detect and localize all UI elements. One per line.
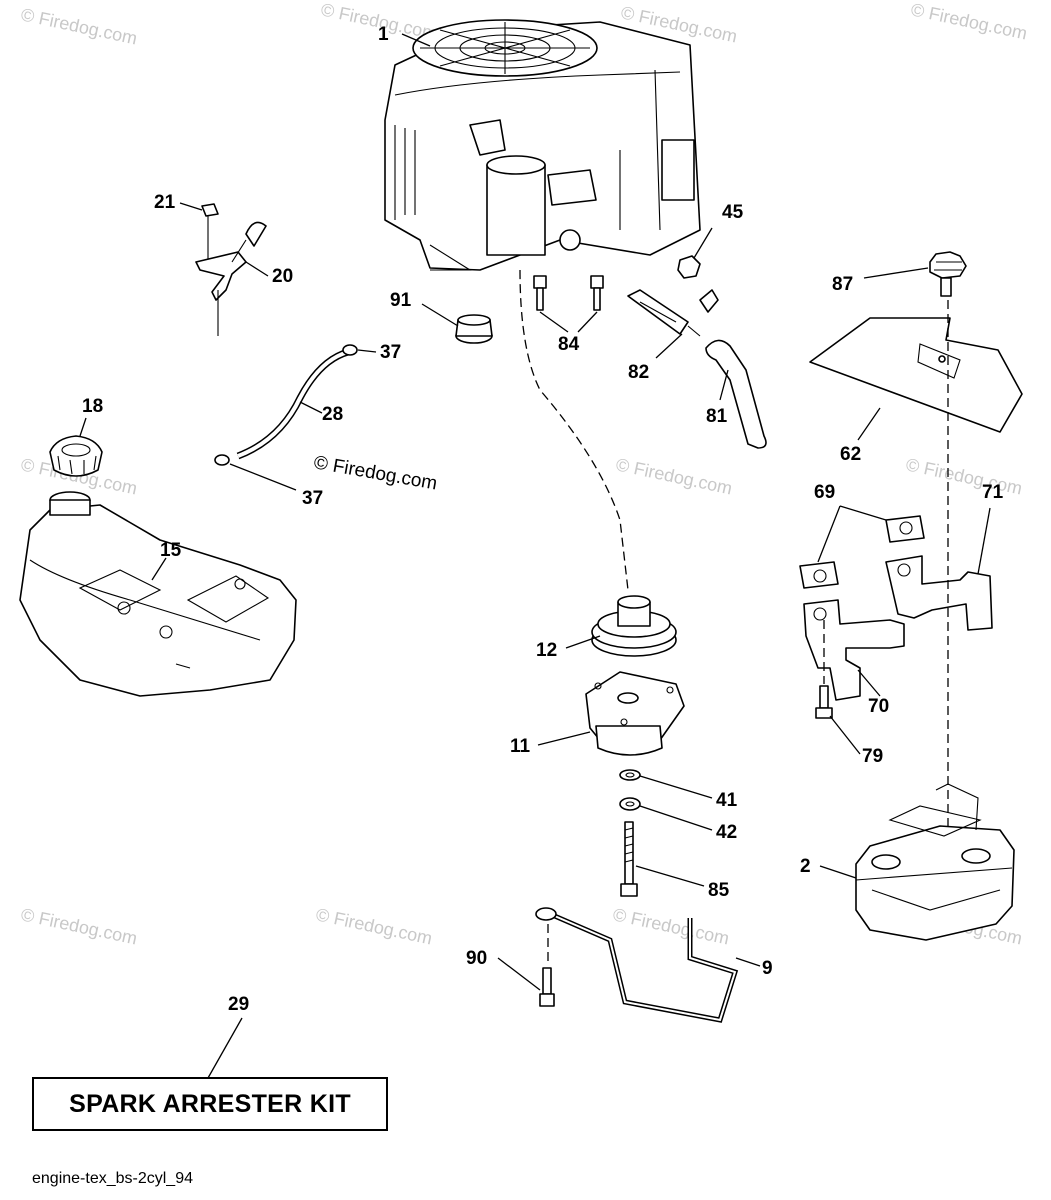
knob-part[interactable] [929, 251, 967, 297]
callout-79: 79 [862, 746, 883, 767]
watermark: © Firedog.com [611, 904, 731, 948]
spark-arrester-kit-box: SPARK ARRESTER KIT [32, 1077, 388, 1131]
callout-84: 84 [558, 334, 580, 355]
engine-part[interactable] [384, 19, 701, 271]
throttle-bracket-part[interactable] [195, 221, 267, 336]
callout-62: 62 [840, 444, 861, 465]
callout-11: 11 [510, 736, 531, 757]
washer-part[interactable] [619, 769, 641, 781]
clutch-part[interactable] [585, 671, 685, 756]
callout-71: 71 [982, 482, 1004, 503]
watermark-main: © Firedog.com [312, 452, 439, 494]
callout-82: 82 [628, 362, 649, 383]
spark-arrester-kit-label: SPARK ARRESTER KIT [69, 1089, 351, 1118]
fuel-cap-part[interactable] [49, 435, 103, 477]
exhaust-bolt-part[interactable] [815, 685, 833, 719]
callout-9: 9 [762, 958, 773, 979]
pulley-part[interactable] [591, 595, 677, 657]
callout-15: 15 [160, 540, 182, 561]
diagram-caption: engine-tex_bs-2cyl_94 [32, 1170, 193, 1187]
callout-45: 45 [722, 202, 744, 223]
bushing-part[interactable] [455, 314, 493, 344]
callout-85: 85 [708, 880, 730, 901]
callout-69: 69 [814, 482, 835, 503]
callout-29: 29 [228, 994, 249, 1015]
callout-2: 2 [800, 856, 811, 877]
rod-part[interactable] [535, 907, 739, 1023]
callout-28: 28 [322, 404, 343, 425]
watermark: © Firedog.com [614, 454, 734, 498]
watermark: © Firedog.com [314, 904, 434, 948]
screw-part[interactable] [201, 203, 219, 262]
muffler-part[interactable] [855, 783, 1015, 941]
watermark: © Firedog.com [19, 4, 139, 48]
nut-part[interactable] [677, 255, 701, 279]
callout-70: 70 [868, 696, 889, 717]
fuel-tank-part[interactable] [19, 491, 297, 697]
callout-41: 41 [716, 790, 738, 811]
clutch-bolt-part[interactable] [620, 821, 638, 897]
exhaust-pipe-part-2[interactable] [885, 555, 993, 631]
fuel-filter-part[interactable] [627, 289, 719, 337]
clamp-part[interactable] [214, 344, 358, 466]
callout-90: 90 [466, 948, 487, 969]
callout-20: 20 [272, 266, 293, 287]
callout-42: 42 [716, 822, 737, 843]
watermark: © Firedog.com [904, 454, 1024, 498]
belt-path [519, 269, 629, 591]
callout-21: 21 [154, 192, 176, 213]
hose-part[interactable] [705, 339, 767, 449]
exhaust-pipe-part[interactable] [803, 599, 905, 701]
callout-87: 87 [832, 274, 853, 295]
lock-washer-part[interactable] [619, 797, 641, 811]
watermark: © Firedog.com [19, 904, 139, 948]
watermark: © Firedog.com [909, 0, 1029, 44]
callout-37b: 37 [302, 488, 323, 509]
callout-1: 1 [378, 24, 389, 45]
gasket-part[interactable] [799, 515, 925, 589]
fuel-line-part[interactable] [236, 348, 350, 460]
callout-81: 81 [706, 406, 728, 427]
callout-91: 91 [390, 290, 412, 311]
bolt-part[interactable] [533, 275, 604, 311]
callout-12: 12 [536, 640, 557, 661]
heat-shield-part[interactable] [809, 317, 1023, 433]
callout-18: 18 [82, 396, 103, 417]
callout-37a: 37 [380, 342, 401, 363]
rod-bolt-part[interactable] [539, 967, 555, 1007]
